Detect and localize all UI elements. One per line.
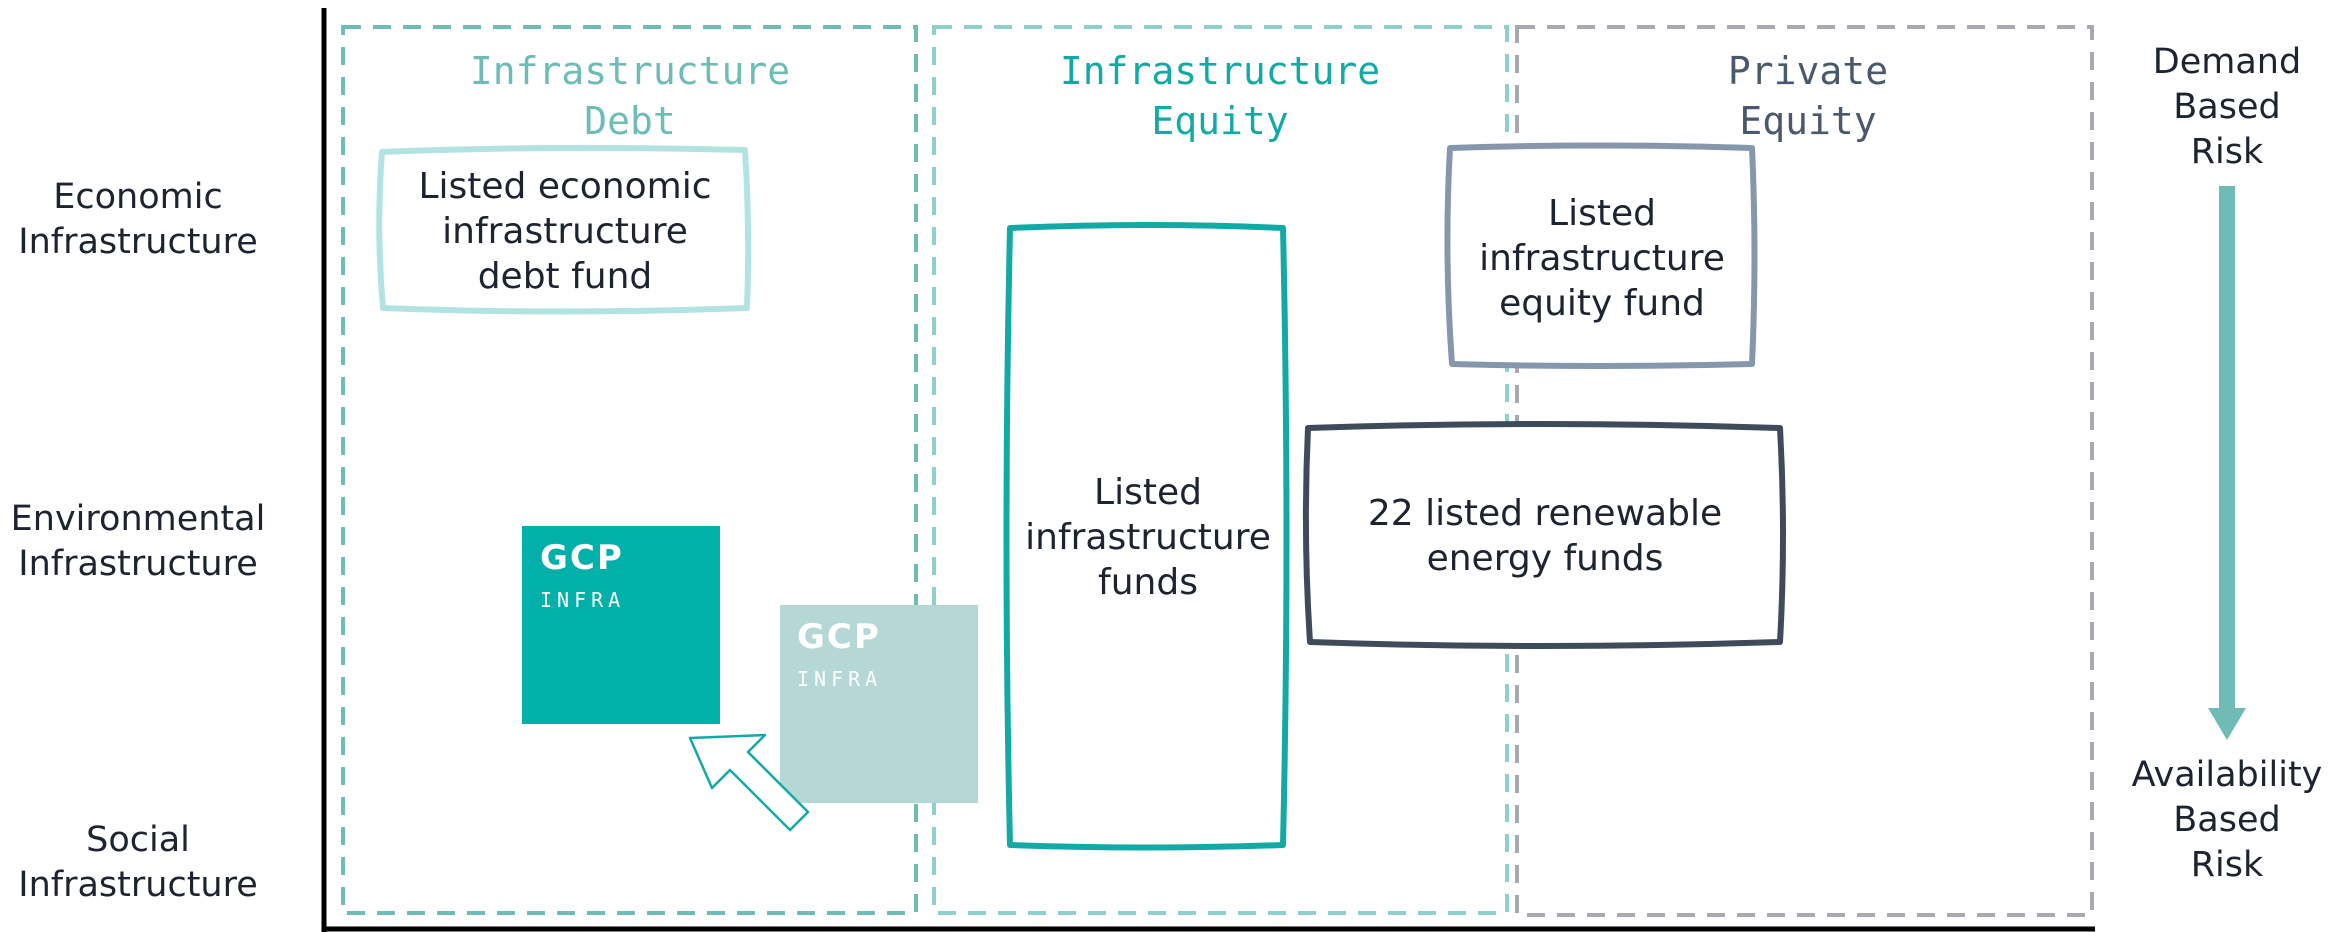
column-title-private-equity: Private Equity <box>1727 49 1889 143</box>
gcp-infra-faded-logo-square <box>780 605 978 803</box>
column-title-infrastructure-equity: Infrastructure Equity <box>1059 49 1381 143</box>
faded-logo-gcp-text: GCP <box>797 617 881 657</box>
debt-fund-box-outline <box>376 144 752 315</box>
column-title-infrastructure-debt: Infrastructure Debt <box>469 49 791 143</box>
faded-logo-infra-text: INFRA <box>797 667 883 691</box>
debt-fund-label: Listed economic infrastructure debt fund <box>418 165 712 297</box>
gcp-infra-faded-logo: GCP INFRA <box>797 617 882 691</box>
row-label-social: Social Infrastructure <box>18 820 258 905</box>
infrastructure-funds-box-outline <box>1003 222 1290 851</box>
row-label-economic: Economic Infrastructure <box>18 177 258 262</box>
equity-fund-box-outline <box>1444 142 1758 369</box>
column-frame-private-equity <box>1515 25 2094 917</box>
risk-label-demand: Demand Based Risk <box>2152 42 2302 172</box>
column-frame-infrastructure-debt <box>341 25 918 915</box>
logo-infra-text: INFRA <box>540 588 626 612</box>
logo-gcp-text: GCP <box>540 538 624 578</box>
gcp-infra-logo-square <box>522 526 720 724</box>
equity-fund-label: Listed infrastructure equity fund <box>1479 192 1725 324</box>
infrastructure-funds-label: Listed infrastructure funds <box>1025 472 1271 603</box>
arrow-up-left-icon <box>688 733 810 832</box>
renewable-funds-box-outline <box>1302 421 1786 649</box>
gcp-infra-logo: GCP INFRA <box>540 538 625 612</box>
arrow-down-icon <box>2208 186 2246 740</box>
column-frame-infrastructure-equity <box>932 25 1509 915</box>
risk-label-availability: Availability Based Risk <box>2131 755 2323 885</box>
renewable-funds-label: 22 listed renewable energy funds <box>1367 493 1723 579</box>
row-label-environmental: Environmental Infrastructure <box>10 499 266 584</box>
